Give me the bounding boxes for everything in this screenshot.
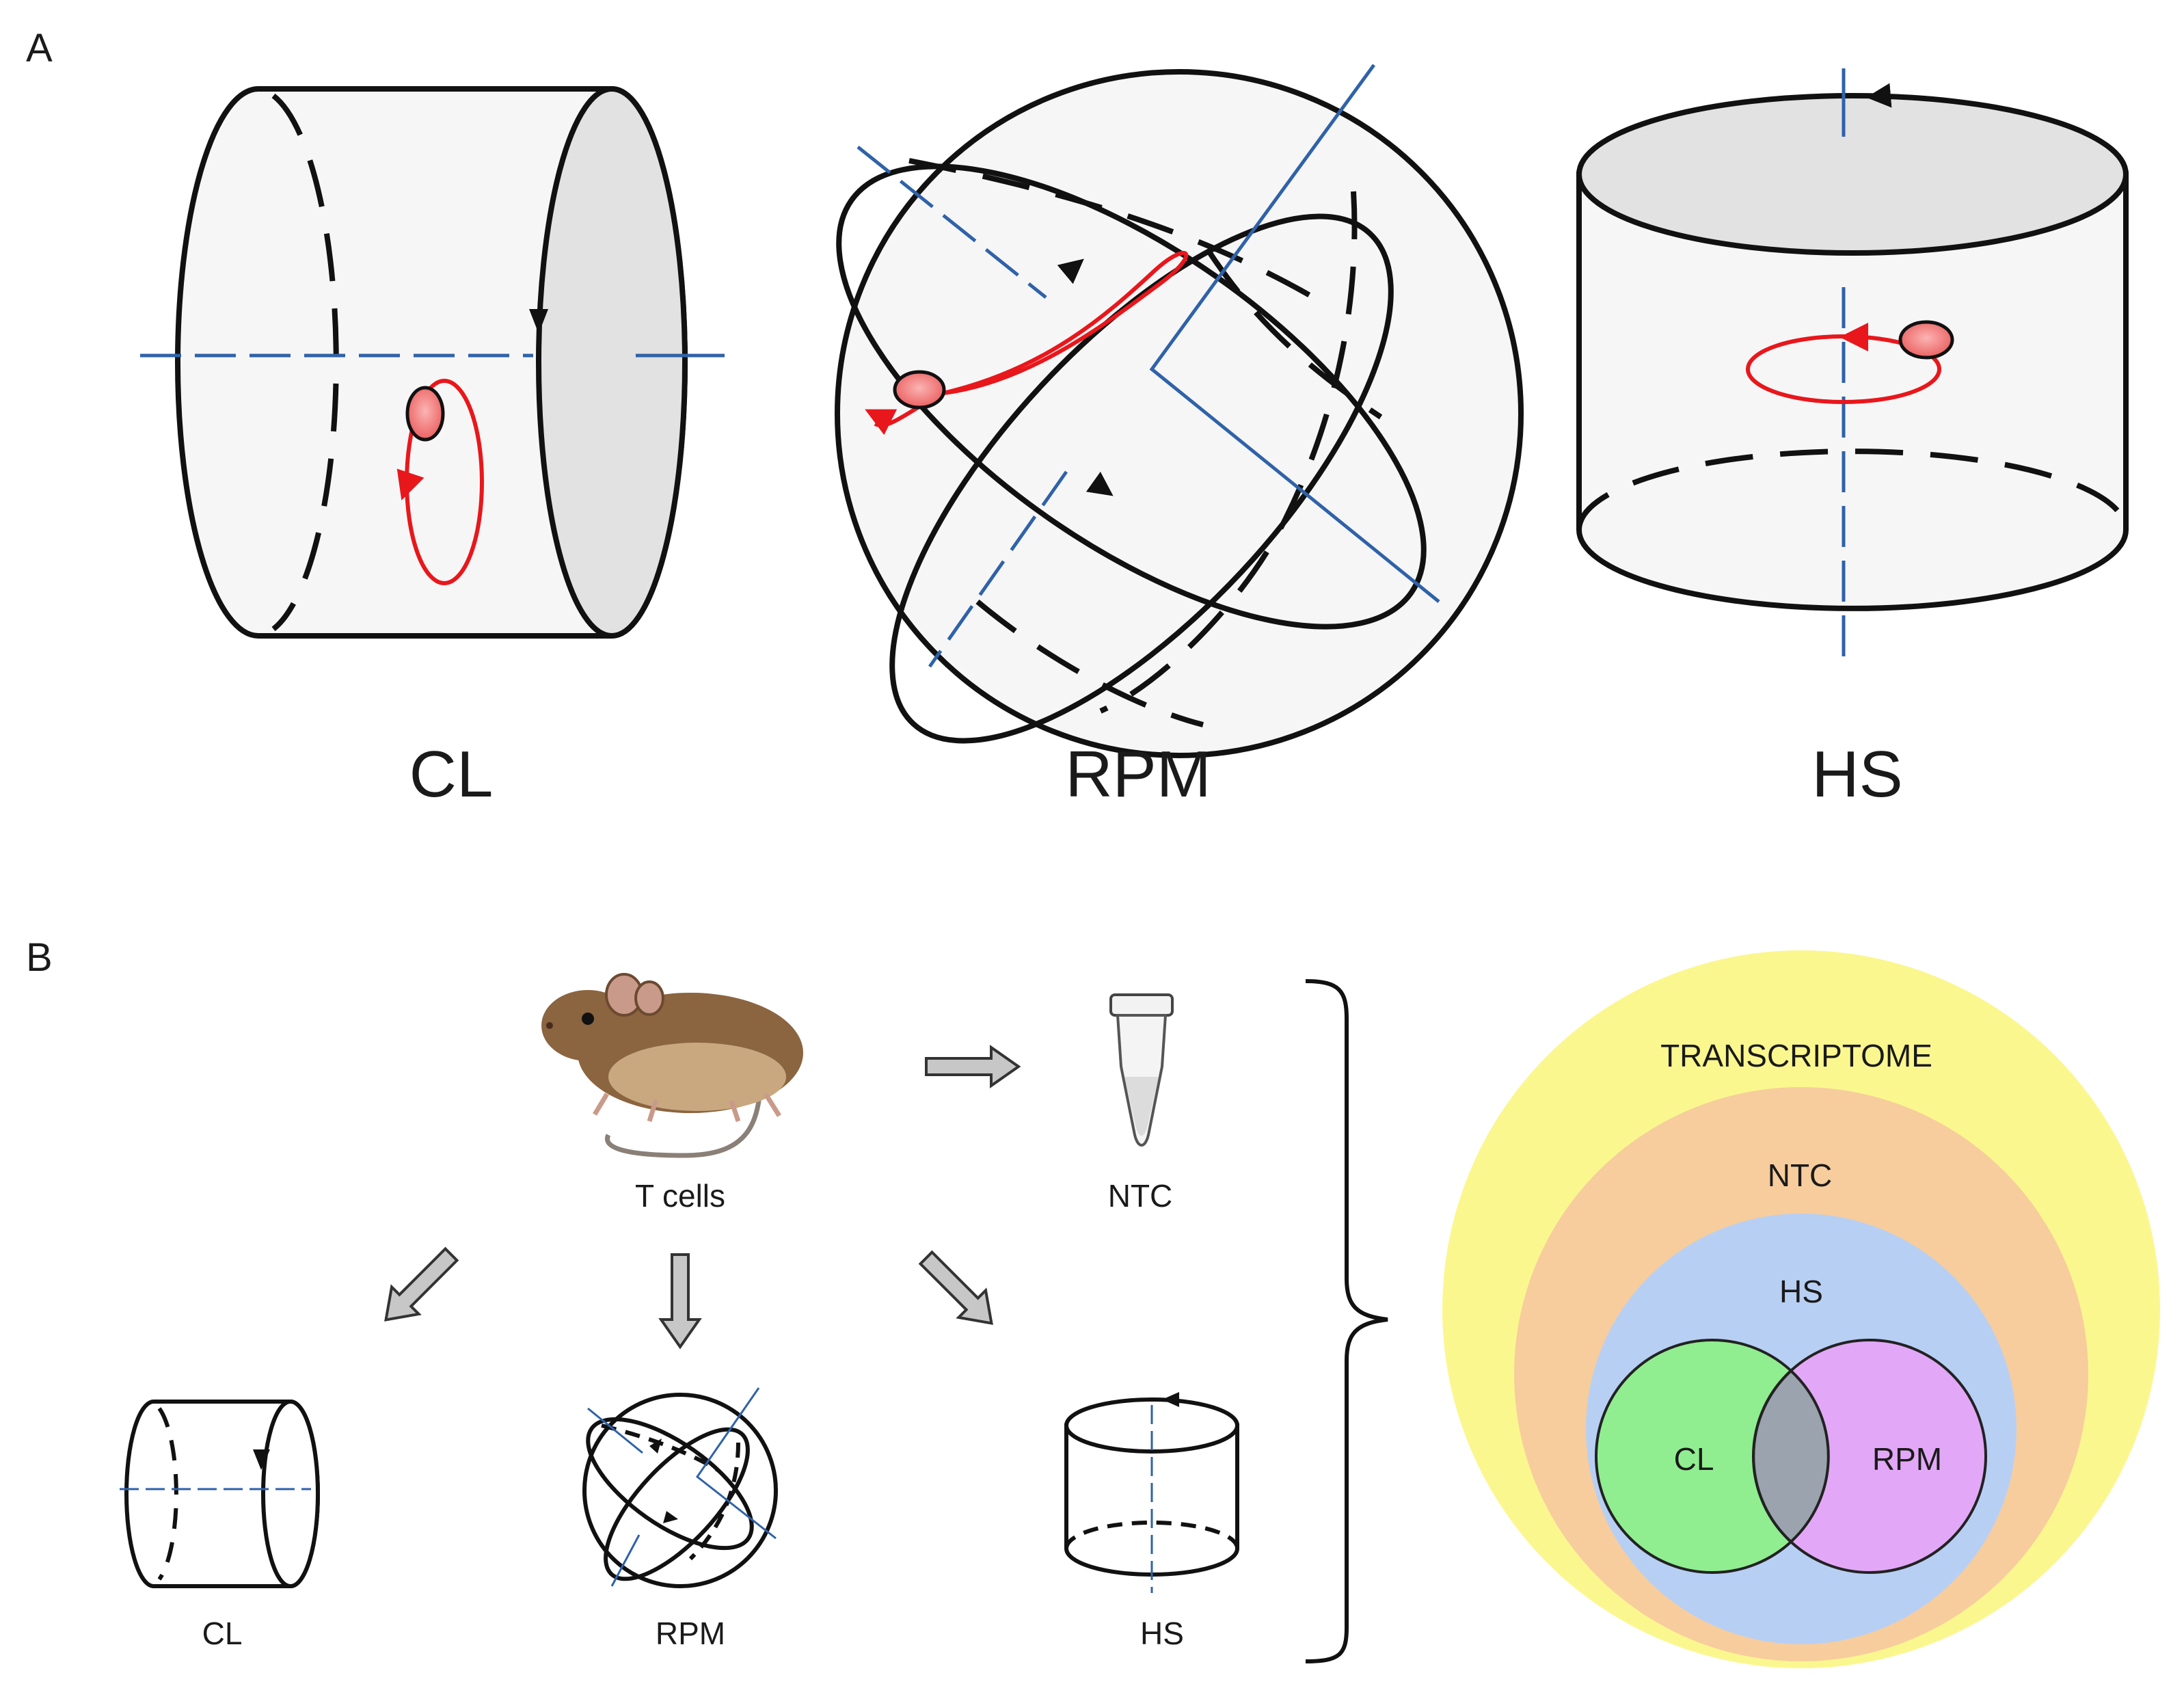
small-clinostat-icon <box>120 1400 320 1588</box>
small-rpm-icon <box>582 1387 778 1588</box>
panel-a-label-hs: HS <box>1811 738 1902 811</box>
rpm-sphere <box>835 69 1524 758</box>
rpm-axis-2 <box>1149 64 1440 603</box>
venn-label-transcriptome: TRANSCRIPTOME <box>1660 1038 1932 1073</box>
ntc-label: NTC <box>1108 1178 1173 1214</box>
rpm-cell <box>893 370 946 410</box>
clinostat-cell <box>405 386 445 442</box>
venn-label-ntc: NTC <box>1768 1158 1833 1193</box>
panel-a-label-rpm: RPM <box>1065 738 1211 811</box>
device-label-rpm: RPM <box>656 1616 725 1651</box>
panel-b-letter: B <box>26 935 53 980</box>
grouping-brace <box>1305 979 1388 1663</box>
arrow-to-rpm-icon <box>658 1253 702 1350</box>
rpm-outer-frame <box>836 163 1427 630</box>
arrow-to-hs-icon <box>918 1250 993 1325</box>
rpm-axis-1 <box>857 146 1047 299</box>
small-hs-icon <box>1064 1392 1239 1593</box>
panel-a-letter: A <box>26 26 53 70</box>
clinostat-end-cap <box>536 86 688 639</box>
rpm-hidden-arc-2 <box>1207 251 1383 420</box>
transcriptome-venn <box>1442 950 2160 1668</box>
rpm-axis-1-end <box>928 470 1068 668</box>
hs-cell <box>1898 320 1954 360</box>
venn-label-rpm: RPM <box>1872 1441 1942 1477</box>
hs-hidden-edge <box>1576 449 2129 531</box>
rpm-hidden-arc-1 <box>908 158 1321 304</box>
hs-top-cap <box>1576 93 2129 256</box>
rpm-hidden-arc-4 <box>975 599 1204 727</box>
rpm-rotation-arrow-icon <box>1057 258 1084 284</box>
rpm-inner-frame <box>889 213 1394 744</box>
hs-diagram <box>1576 68 2129 656</box>
rpm-rotation-arrow-icon-2 <box>1086 471 1114 496</box>
rpm-diagram <box>835 64 1524 758</box>
venn-label-cl: CL <box>1674 1441 1714 1477</box>
clinostat-diagram <box>140 86 725 639</box>
ntc-tube-icon <box>1109 993 1174 1147</box>
mouse-illustration <box>541 973 803 1158</box>
arrow-to-ntc-icon <box>925 1045 1021 1088</box>
mouse-label: T cells <box>635 1178 725 1214</box>
panel-a-label-cl: CL <box>409 738 494 811</box>
venn-label-hs: HS <box>1779 1274 1823 1309</box>
venn-overlap-region <box>1752 1369 1830 1544</box>
hs-body <box>1576 172 2129 611</box>
arrow-to-cl-icon <box>384 1246 459 1322</box>
device-label-hs: HS <box>1140 1616 1184 1651</box>
device-label-cl: CL <box>202 1616 243 1651</box>
